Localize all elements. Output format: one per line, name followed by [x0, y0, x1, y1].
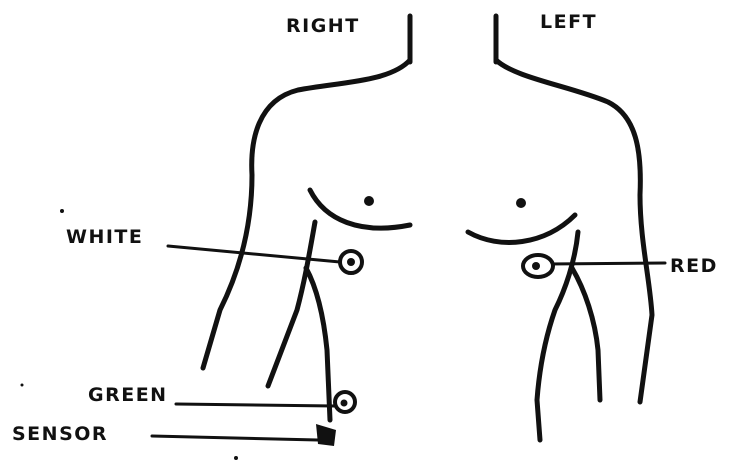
- sensor-lead-line: [152, 436, 318, 440]
- left-torso-outer: [572, 268, 600, 400]
- green-electrode-center: [341, 400, 348, 407]
- right-shoulder-outline: [203, 60, 410, 368]
- stray-dot: [60, 209, 64, 213]
- right-side-label: RIGHT: [286, 15, 360, 37]
- left-side-label: LEFT: [540, 11, 597, 33]
- green-lead-line: [176, 404, 335, 406]
- right-pectoral-curve: [310, 190, 410, 228]
- white-lead-line: [168, 246, 340, 262]
- red-electrode-center: [532, 262, 540, 270]
- left-shoulder-outline: [496, 60, 652, 402]
- stray-dot: [21, 384, 24, 387]
- sensor-label: SENSOR: [12, 423, 108, 445]
- stray-dot: [234, 456, 238, 460]
- red-electrode-label: RED: [670, 255, 718, 277]
- green-electrode-label: GREEN: [88, 384, 168, 406]
- right-torso-side: [268, 222, 315, 386]
- right-lower-torso: [306, 268, 330, 420]
- left-pectoral-curve: [468, 215, 575, 242]
- right-nipple-dot: [364, 196, 374, 206]
- left-nipple-dot: [516, 198, 526, 208]
- red-lead-line: [548, 263, 665, 264]
- white-electrode-center: [347, 258, 355, 266]
- white-electrode-label: WHITE: [66, 226, 143, 248]
- sensor-marker: [316, 424, 336, 446]
